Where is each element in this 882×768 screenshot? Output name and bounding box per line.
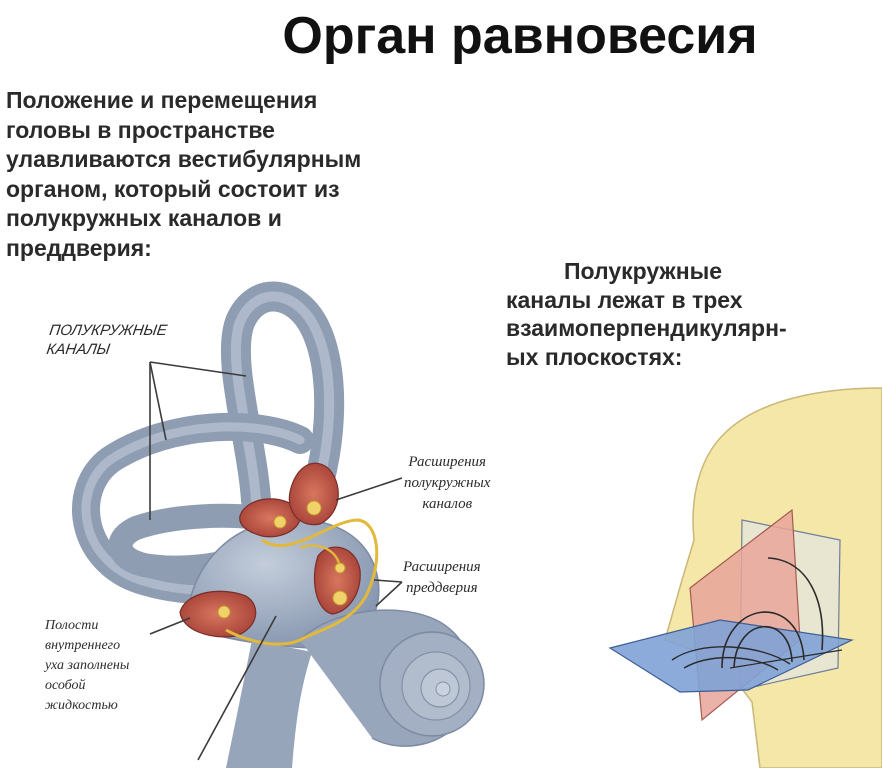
- label-line: полукружных: [404, 473, 490, 494]
- cochlea: [300, 610, 484, 746]
- label-line: преддверия: [403, 578, 481, 599]
- label-line: каналов: [404, 494, 490, 515]
- label-line: КАНАЛЫ: [45, 340, 165, 359]
- label-vestibule-extensions: Расширения преддверия: [403, 557, 481, 599]
- label-line: Полости: [45, 616, 129, 636]
- label-line: Расширения: [404, 452, 490, 473]
- labyrinth: [86, 297, 484, 768]
- label-line: Расширения: [403, 557, 481, 578]
- label-line: особой: [45, 676, 129, 696]
- head-illustration: [610, 388, 882, 768]
- label-inner-ear-cavities: Полости внутреннего уха заполнены особой…: [45, 616, 129, 716]
- label-canal-extensions: Расширения полукружных каналов: [404, 452, 490, 515]
- label-line: ПОЛУКРУЖНЫЕ: [48, 321, 168, 340]
- label-line: внутреннего: [45, 636, 129, 656]
- label-line: уха заполнены: [45, 656, 129, 676]
- label-semicircular-canals: ПОЛУКРУЖНЫЕ КАНАЛЫ: [45, 321, 168, 359]
- label-line: жидкостью: [45, 696, 129, 716]
- vestibular-stem: [226, 640, 312, 768]
